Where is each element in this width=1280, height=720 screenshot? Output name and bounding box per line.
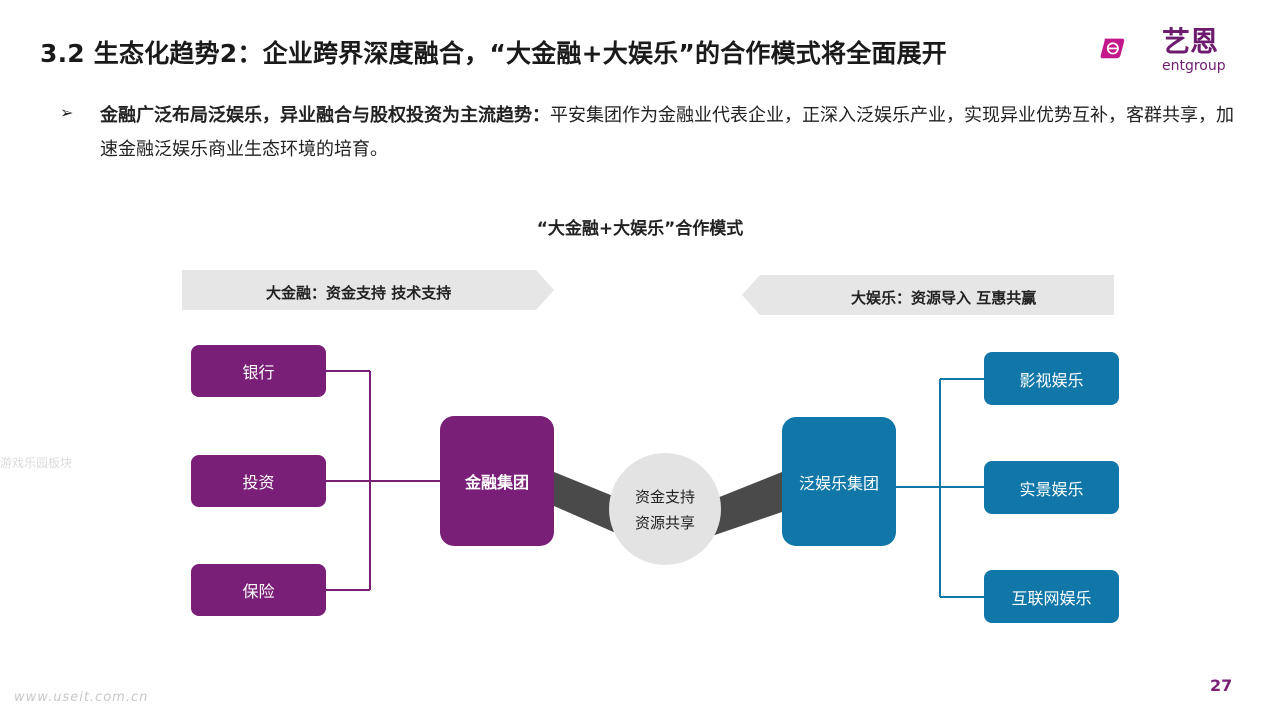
right-banner-label: 大娱乐：资源导入 互惠共赢 bbox=[851, 289, 1037, 307]
bullet-paragraph: 金融广泛布局泛娱乐，异业融合与股权投资为主流趋势：平安集团作为金融业代表企业，正… bbox=[100, 99, 1240, 167]
finance-group-hub: 金融集团 bbox=[440, 416, 554, 546]
center-line-2: 资源共享 bbox=[634, 514, 695, 532]
left-item-bank: 银行 bbox=[191, 345, 326, 397]
entgroup-logo-icon bbox=[1100, 38, 1125, 59]
left-wedge-connector bbox=[554, 472, 618, 534]
left-item-label: 保险 bbox=[242, 582, 275, 601]
diagram-title: “大金融+大娱乐”合作模式 bbox=[536, 219, 744, 239]
right-item-internet: 互联网娱乐 bbox=[984, 570, 1119, 623]
center-circle bbox=[609, 453, 721, 565]
right-item-label: 互联网娱乐 bbox=[1011, 588, 1092, 608]
logo-text-cn: 艺恩 bbox=[1162, 25, 1219, 58]
entertainment-group-hub: 泛娱乐集团 bbox=[782, 417, 896, 546]
right-item-live: 实景娱乐 bbox=[984, 461, 1119, 514]
left-item-investment: 投资 bbox=[191, 455, 326, 507]
left-item-label: 投资 bbox=[242, 473, 275, 492]
left-connector-lines bbox=[326, 370, 440, 591]
page-number: 27 bbox=[1210, 676, 1233, 695]
right-item-label: 影视娱乐 bbox=[1019, 370, 1084, 390]
watermark-text: www.useit.com.cn bbox=[14, 690, 149, 705]
right-banner-arrow bbox=[742, 275, 1114, 315]
entertainment-group-label: 泛娱乐集团 bbox=[798, 473, 879, 493]
bullet-body: 平安集团作为金融业代表企业，正深入泛娱乐产业，实现异业优势互补，客群共享，加速金… bbox=[100, 105, 1234, 160]
logo-text-en: entgroup bbox=[1162, 58, 1226, 74]
bullet-bold-lead: 金融广泛布局泛娱乐，异业融合与股权投资为主流趋势： bbox=[100, 105, 550, 126]
slide-title: 3.2 生态化趋势2：企业跨界深度融合，“大金融+大娱乐”的合作模式将全面展开 bbox=[40, 39, 947, 68]
bullet-arrow-icon: ➢ bbox=[60, 103, 74, 122]
right-item-film: 影视娱乐 bbox=[984, 352, 1119, 405]
right-wedge-connector bbox=[712, 472, 782, 536]
right-item-label: 实景娱乐 bbox=[1019, 479, 1084, 499]
left-item-label: 银行 bbox=[242, 363, 275, 382]
finance-group-label: 金融集团 bbox=[464, 473, 529, 492]
left-banner-arrow bbox=[182, 270, 554, 310]
side-watermark-text: 游戏乐园板块 bbox=[0, 456, 73, 470]
center-circle-text: 资金支持 资源共享 bbox=[612, 484, 718, 536]
right-connector-lines bbox=[896, 378, 984, 598]
center-line-1: 资金支持 bbox=[634, 488, 695, 506]
left-item-insurance: 保险 bbox=[191, 564, 326, 616]
left-banner-label: 大金融：资金支持 技术支持 bbox=[266, 284, 452, 302]
